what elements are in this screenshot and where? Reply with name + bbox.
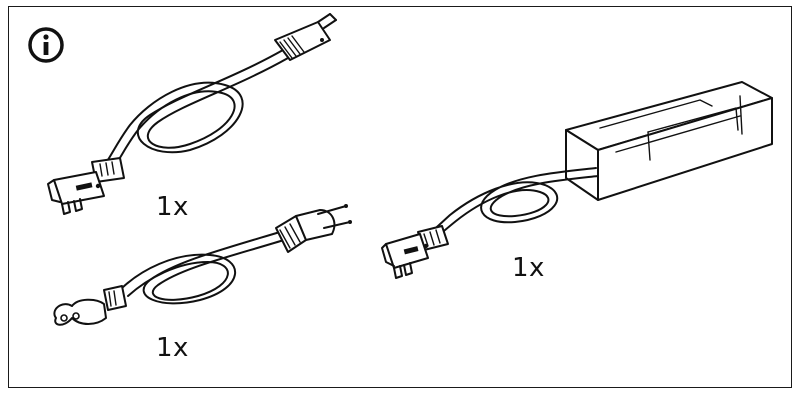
quantity-label-power-adapter: 1x <box>512 253 545 283</box>
power-adapter-illustration <box>381 81 773 279</box>
quantity-label-mains-cable: 1x <box>156 333 189 363</box>
quantity-label-connector-cable: 1x <box>156 192 189 222</box>
mains-cable-illustration <box>53 204 352 326</box>
info-icon <box>28 27 64 63</box>
connector-cable-illustration <box>47 13 337 215</box>
diagram-frame <box>8 6 792 388</box>
